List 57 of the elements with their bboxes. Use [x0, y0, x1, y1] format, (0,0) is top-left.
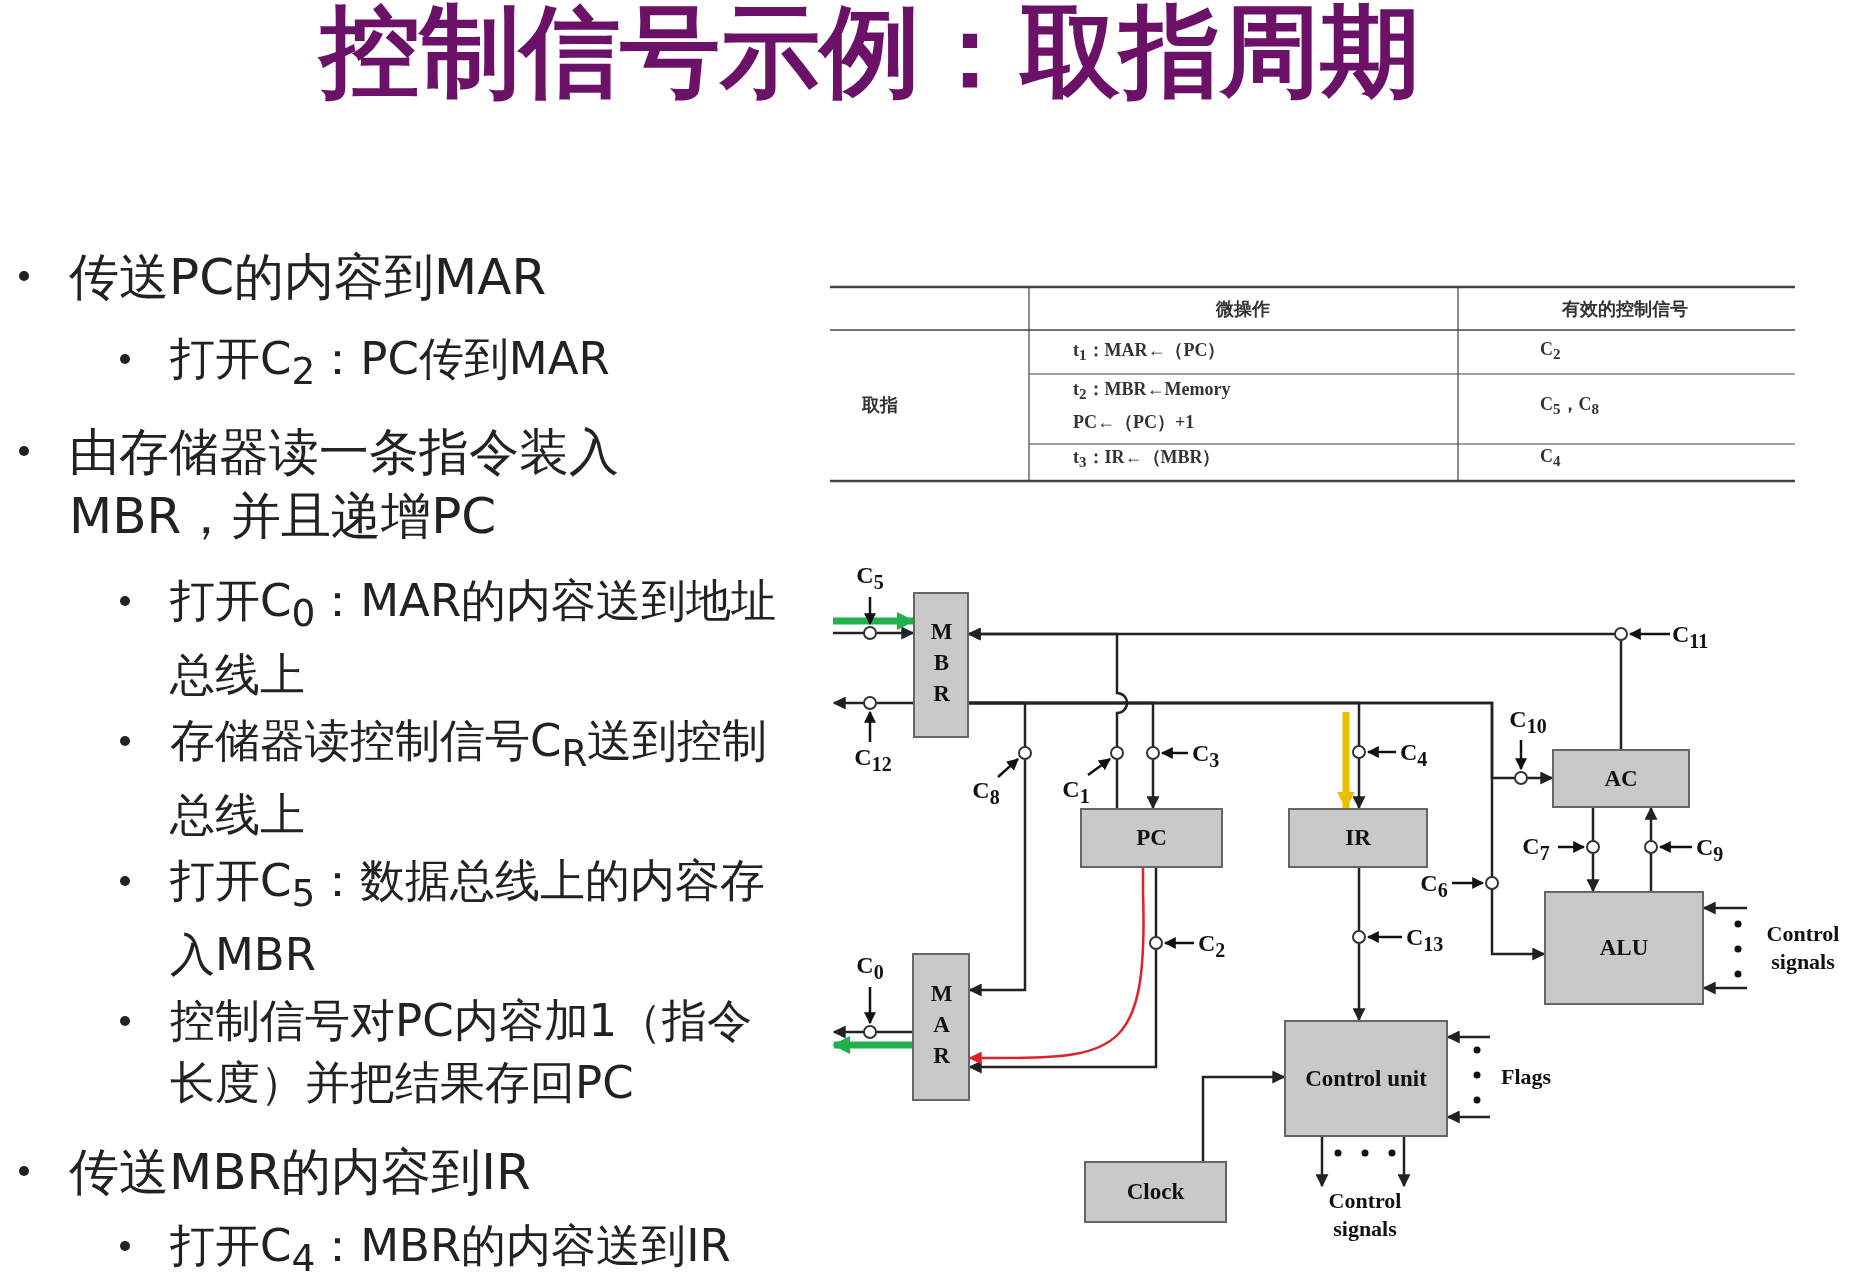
bus-arrow — [833, 626, 915, 640]
signal-label: C$_{2}$ — [1198, 930, 1226, 962]
table-cell-text: t$_{1}$：MAR←（PC） — [1073, 338, 1226, 365]
clock-box: Clock — [1084, 1161, 1227, 1223]
bullet-text: 传送MBR的内容到IR — [69, 1142, 532, 1203]
control-unit-box: Control unit — [1284, 1020, 1448, 1137]
signal-label: C$_{9}$ — [1696, 834, 1724, 866]
bus-arrow — [1352, 868, 1366, 1022]
alu-box: ALU — [1544, 891, 1704, 1005]
bus-arrow — [968, 701, 1027, 997]
sub-bullet-text: 打开C$_{5}$：数据总线上的内容存入MBR — [170, 853, 767, 983]
bus-arrow — [969, 701, 1546, 961]
signal-label: C$_{7}$ — [1522, 833, 1550, 865]
table-cell-text: PC←（PC）+1 — [1073, 411, 1195, 434]
sub-bullet-text: 控制信号对PC内容加1（指令长度）并把结果存回PC — [170, 993, 754, 1111]
register-box: AC — [1552, 749, 1690, 808]
table-cell-text: t$_{3}$：IR←（MBR） — [1073, 445, 1221, 472]
signal-label: C$_{4}$ — [1400, 739, 1428, 771]
signal-label: C$_{13}$ — [1406, 924, 1444, 956]
highlight-arrow — [832, 1036, 912, 1054]
bus-arrow — [1315, 1137, 1329, 1188]
table-cell-text: 微操作 — [1216, 298, 1270, 321]
signal-label: C$_{3}$ — [1192, 740, 1220, 772]
bus-arrow — [1397, 1137, 1411, 1188]
signal-label: C$_{1}$ — [1062, 776, 1090, 808]
bus-arrow — [1201, 1070, 1286, 1161]
signal-caption: Control signals — [1310, 1186, 1420, 1244]
table-cell-text: C$_{5}$，C$_{8}$ — [1540, 392, 1599, 419]
signal-label: C$_{0}$ — [856, 952, 884, 984]
signal-label: C$_{11}$ — [1672, 621, 1709, 653]
signal-label: C$_{12}$ — [854, 744, 892, 776]
sub-bullet-text: 打开C$_{4}$：MBR的内容送到IR — [170, 1218, 732, 1282]
bullet-text: 由存储器读一条指令装入MBR，并且递增PC — [69, 422, 620, 547]
signal-label: C$_{8}$ — [972, 777, 1000, 809]
signal-label: C$_{10}$ — [1509, 706, 1547, 738]
register-box: MAR — [912, 953, 970, 1101]
signal-label: C$_{6}$ — [1420, 870, 1448, 902]
signal-label: C$_{5}$ — [856, 562, 884, 594]
register-box: IR — [1288, 808, 1428, 868]
table-cell-text: C$_{4}$ — [1540, 445, 1561, 471]
signal-caption: Flags — [1490, 1027, 1562, 1127]
sub-bullet-text: 打开C$_{0}$：MAR的内容送到地址总线上 — [170, 573, 778, 703]
bus-arrow — [832, 696, 913, 710]
signal-caption: Control signals — [1747, 898, 1859, 998]
table-cell-text: t$_{2}$：MBR←Memory — [1073, 377, 1231, 404]
sub-bullet-text: 打开C$_{2}$：PC传到MAR — [170, 331, 611, 395]
bullet-text: 传送PC的内容到MAR — [69, 247, 548, 308]
slide-title: 控制信号示例：取指周期 — [290, 0, 1450, 109]
bus-arrow — [1644, 806, 1658, 891]
table-cell-text: 取指 — [862, 394, 898, 417]
table-cell-text: C$_{2}$ — [1540, 338, 1561, 364]
bus-arrow — [1586, 808, 1600, 893]
table-cell-text: 有效的控制信号 — [1562, 298, 1688, 321]
register-box: MBR — [913, 592, 969, 738]
sub-bullet-text: 存储器读控制信号C$_{R}$送到控制总线上 — [170, 713, 769, 843]
register-box: PC — [1080, 808, 1223, 868]
bus-arrow — [832, 1025, 912, 1039]
